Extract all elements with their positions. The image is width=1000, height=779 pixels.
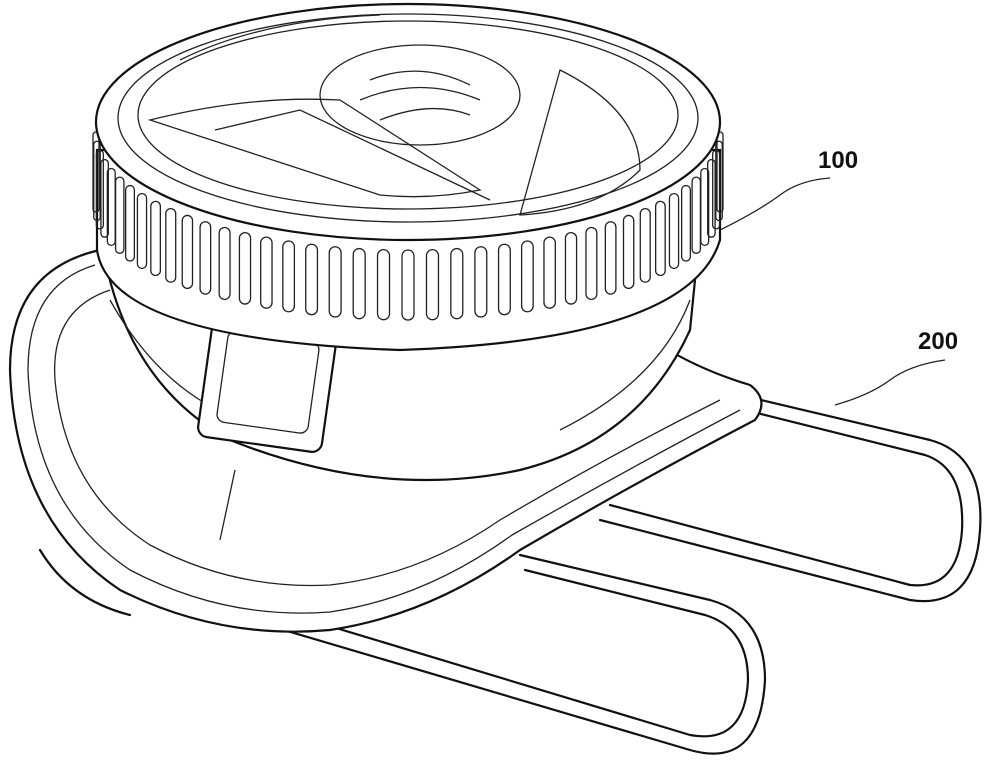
leader-line-100 [720,178,830,230]
reference-label-200: 200 [918,328,958,356]
reference-label-100: 100 [818,147,858,175]
leader-line-200 [835,360,945,405]
knob-100 [93,4,723,350]
